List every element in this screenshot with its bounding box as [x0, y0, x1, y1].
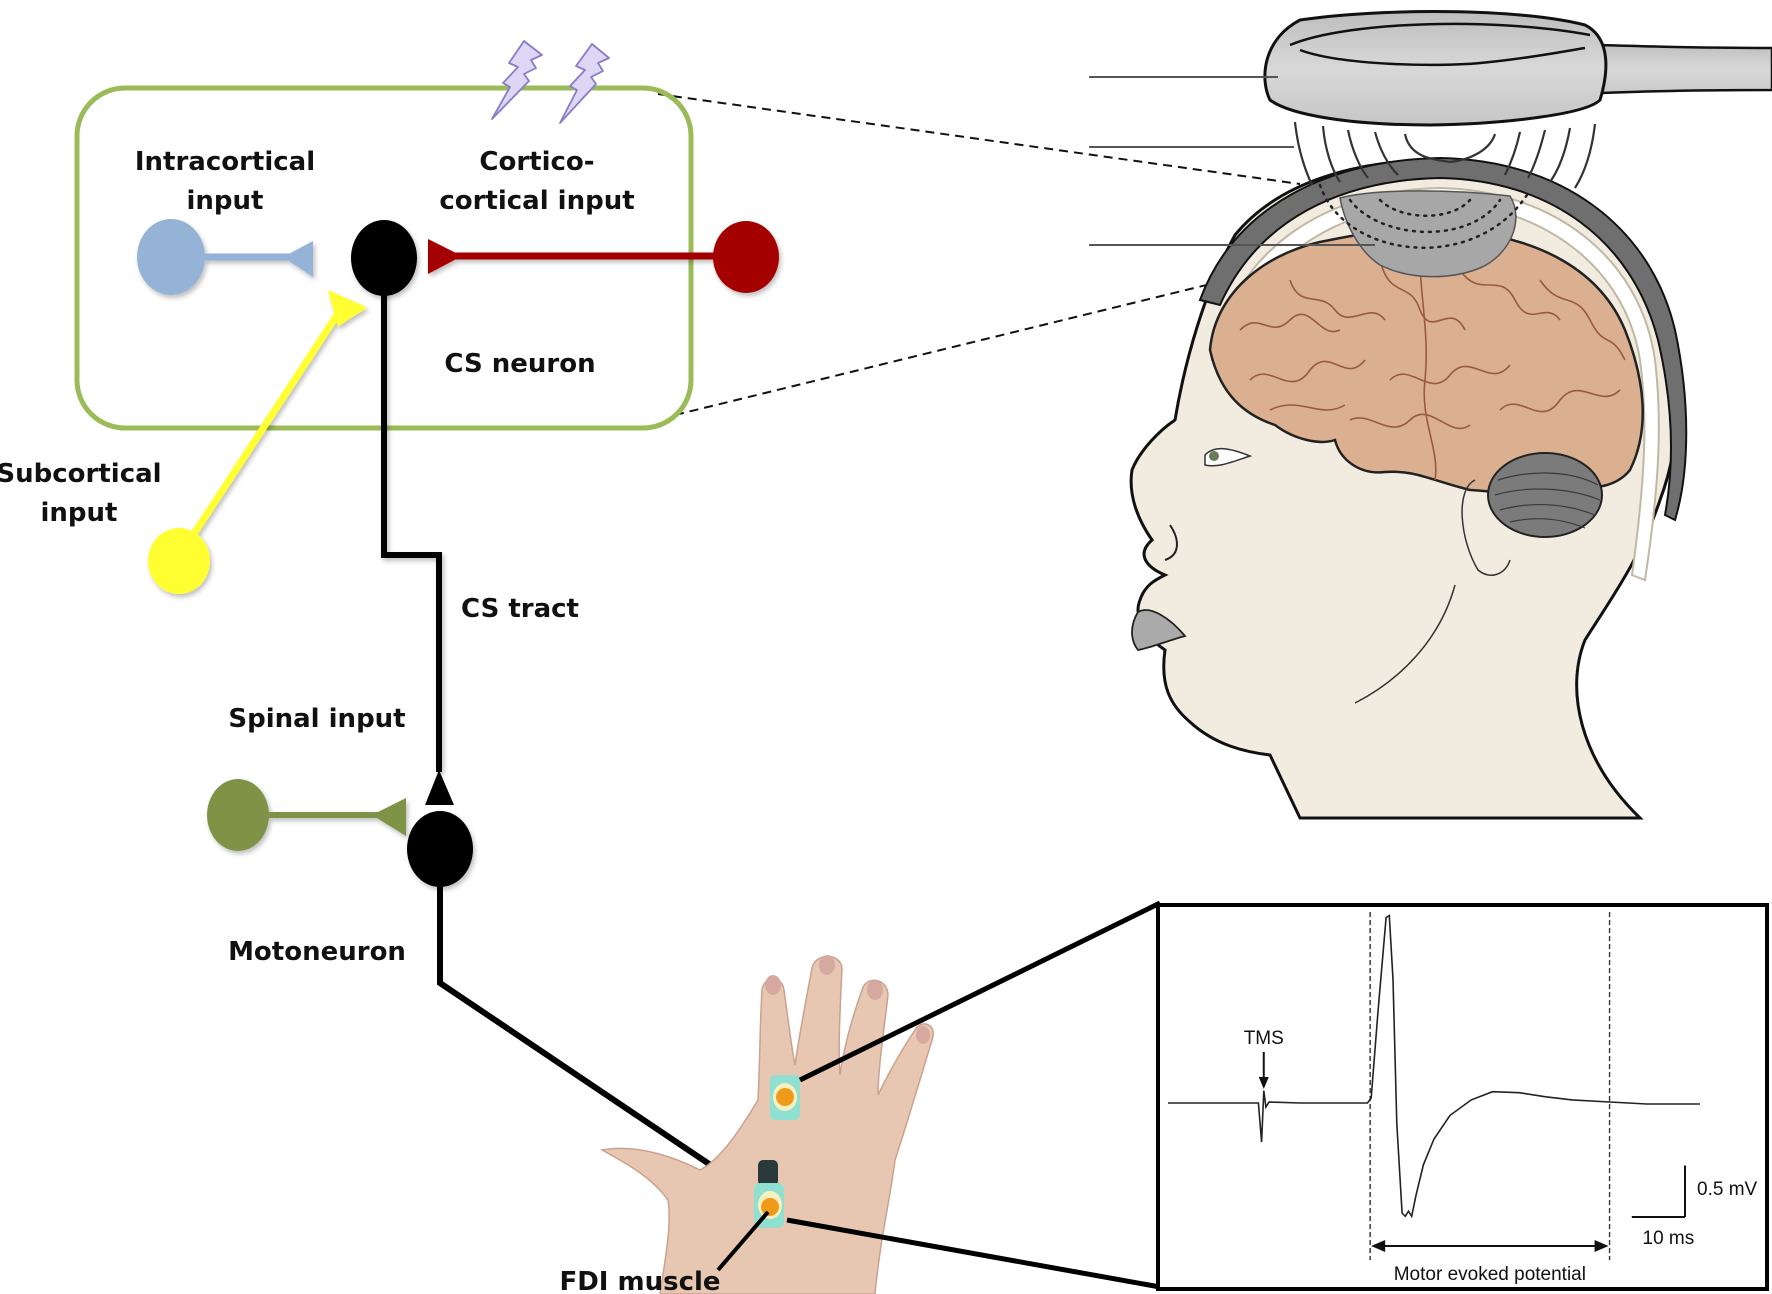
- corticocortical-input-neuron: [428, 221, 779, 293]
- scale-bar-amplitude-label: 0.5 mV: [1697, 1179, 1758, 1200]
- intracortical-input-neuron: [137, 219, 313, 295]
- iris: [1209, 451, 1219, 461]
- label-corticocortical-input-2: cortical input: [439, 186, 634, 216]
- lips: [1131, 609, 1187, 651]
- scalp: [1198, 156, 1688, 522]
- label-cs-tract: CS tract: [461, 594, 579, 624]
- zoom-projection-line-top: [657, 93, 1301, 185]
- jaw-line: [1354, 584, 1456, 704]
- nose: [1164, 524, 1178, 561]
- spinal-input-neuron: [207, 779, 406, 851]
- tms-coil: [1263, 10, 1772, 127]
- fingernail: [819, 955, 835, 975]
- cerebellum-folia: [1494, 472, 1601, 529]
- tms-stimulus-bolt-icon: [559, 43, 610, 124]
- label-intracortical-input-2: input: [187, 186, 264, 216]
- fingernail: [765, 975, 781, 995]
- tms-stimulus-bolt-icon: [491, 40, 543, 120]
- ear: [1461, 479, 1511, 576]
- motor-axon: [437, 885, 772, 1208]
- head-with-tms-coil: [1089, 10, 1772, 820]
- label-subcortical-input-2: input: [41, 498, 118, 528]
- subcortical-input-neuron: [148, 290, 367, 594]
- label-fdi-muscle: FDI muscle: [559, 1267, 720, 1294]
- hand-illustration: FDI muscle: [559, 900, 1162, 1294]
- cerebellum: [1487, 452, 1603, 538]
- coil-body: [1263, 10, 1608, 127]
- induced-field-lines: [1318, 183, 1532, 249]
- fingernail: [867, 980, 883, 1000]
- stimulated-motor-cortex: [1339, 190, 1517, 278]
- mep-chart: TMS Motor evoked potential 0.5 mV 10 ms: [1156, 903, 1769, 1291]
- magnetic-field-lines: [1293, 121, 1597, 189]
- cs-neuron: [351, 220, 417, 296]
- mep-chart-frame: [1156, 903, 1769, 1291]
- electrode-to-graph-line-bottom: [786, 1217, 1161, 1290]
- electrode-to-graph-line-top: [798, 900, 1162, 1083]
- label-subcortical-input: Subcortical: [0, 459, 162, 489]
- emg-trace-line: [1168, 914, 1700, 1219]
- neural-circuit-diagram: Intracortical input Cortico- cortical in…: [0, 40, 1371, 1208]
- emg-electrode-distal: [770, 1075, 800, 1120]
- coil-top-rim: [1289, 22, 1591, 47]
- tms-label: TMS: [1244, 1028, 1284, 1049]
- label-motoneuron: Motoneuron: [228, 937, 406, 967]
- fingernail: [916, 1026, 930, 1044]
- label-spinal-input: Spinal input: [228, 704, 405, 734]
- label-corticocortical-input: Cortico-: [479, 147, 594, 177]
- mep-interval-arrowhead-right: [1594, 1240, 1609, 1252]
- mep-interval-label: Motor evoked potential: [1394, 1264, 1586, 1285]
- cs-tract-axon: [381, 290, 442, 772]
- brain-gyri: [1239, 239, 1626, 481]
- coil-inner-ellipse: [1299, 46, 1586, 67]
- cs-tract-terminal: [425, 770, 454, 805]
- fdi-label-pointer: [716, 1210, 770, 1272]
- label-cs-neuron: CS neuron: [444, 349, 595, 379]
- tms-arrowhead: [1258, 1077, 1269, 1089]
- label-intracortical-input: Intracortical: [135, 147, 315, 177]
- motoneuron: [407, 811, 473, 887]
- mep-interval-arrowhead-left: [1371, 1240, 1386, 1252]
- scale-bar-time-label: 10 ms: [1643, 1228, 1695, 1249]
- hand: [599, 955, 935, 1294]
